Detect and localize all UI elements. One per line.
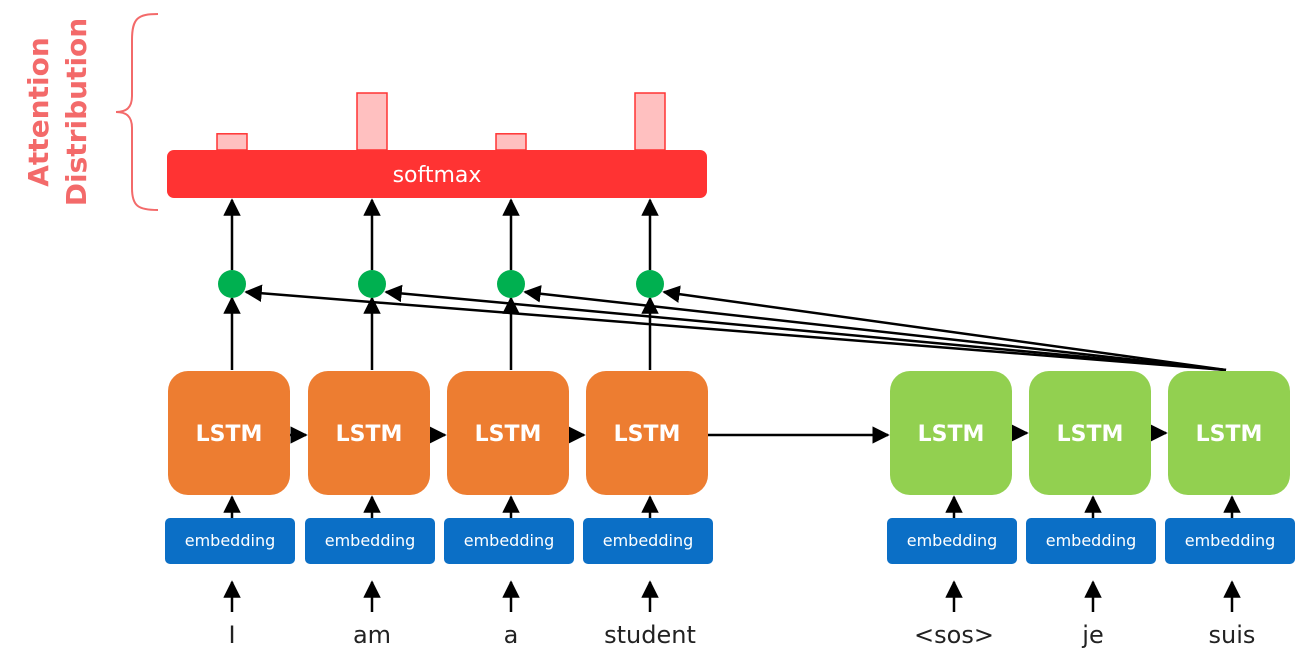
encoder-0-lstm-cell — [168, 371, 290, 495]
encoder-1-lstm-cell — [308, 371, 430, 495]
encoder-0-embedding-box — [165, 518, 295, 564]
decoder-2-embedding-box — [1165, 518, 1295, 564]
attention-label-line2: Distribution — [60, 18, 93, 206]
encoder-1-lstm-label: LSTM — [336, 422, 403, 447]
attention-bar-0 — [216, 133, 248, 151]
decoder-2-word: suis — [1209, 621, 1256, 649]
encoder-1-embedding-label: embedding — [325, 531, 415, 550]
attention-label-line1: Attention — [22, 37, 55, 187]
decoder-1-embedding-box — [1026, 518, 1156, 564]
decoder-to-score-arrow-0 — [244, 284, 1227, 372]
encoder-1-embedding-box — [305, 518, 435, 564]
decoder-1-lstm-cell — [1029, 371, 1151, 495]
decoder-0-lstm-label: LSTM — [918, 422, 985, 447]
decoder-0-word: <sos> — [914, 621, 994, 649]
encoder-0-lstm-label: LSTM — [196, 422, 263, 447]
decoder-to-score-arrow-2 — [523, 285, 1227, 372]
encoder-0-word: I — [228, 621, 235, 649]
encoder-2-lstm-label: LSTM — [475, 422, 542, 447]
attention-label-group: Attention Distribution — [22, 13, 159, 211]
score-node-1 — [358, 270, 386, 298]
encoder-1-word: am — [353, 621, 391, 649]
encoder-3-word: student — [604, 621, 696, 649]
encoder-3-embedding-label: embedding — [603, 531, 693, 550]
encoder-3-lstm-label: LSTM — [614, 422, 681, 447]
encoder-3-lstm-cell — [586, 371, 708, 495]
decoder-2-embedding-label: embedding — [1185, 531, 1275, 550]
softmax-label: softmax — [393, 163, 482, 188]
score-node-3 — [636, 270, 664, 298]
decoder-to-score-arrow-1 — [384, 284, 1227, 372]
connections — [218, 198, 1227, 444]
encoder-2-embedding-box — [444, 518, 574, 564]
attention-bar-3 — [634, 92, 666, 151]
attention-brace — [115, 13, 159, 211]
softmax-bar — [167, 150, 707, 198]
encoder-2-word: a — [504, 621, 519, 649]
score-node-0 — [218, 270, 246, 298]
attention-bar-2 — [495, 133, 527, 151]
encoder-0-embedding-label: embedding — [185, 531, 275, 550]
encoder-2-embedding-label: embedding — [464, 531, 554, 550]
decoder-0-embedding-box — [887, 518, 1017, 564]
encoder-2-lstm-cell — [447, 371, 569, 495]
decoder-1-word: je — [1081, 621, 1103, 649]
decoder-0-embedding-label: embedding — [907, 531, 997, 550]
decoder-to-score-arrow-3 — [662, 285, 1227, 372]
softmax-layer: softmax — [167, 150, 707, 198]
attention-bar-1 — [356, 92, 388, 151]
decoder-1-embedding-label: embedding — [1046, 531, 1136, 550]
decoder-0-lstm-cell — [890, 371, 1012, 495]
score-node-2 — [497, 270, 525, 298]
encoder-3-embedding-box — [583, 518, 713, 564]
attention-bars — [216, 92, 666, 151]
decoder-1-lstm-label: LSTM — [1057, 422, 1124, 447]
decoder-2-lstm-cell — [1168, 371, 1290, 495]
decoder-2-lstm-label: LSTM — [1196, 422, 1263, 447]
